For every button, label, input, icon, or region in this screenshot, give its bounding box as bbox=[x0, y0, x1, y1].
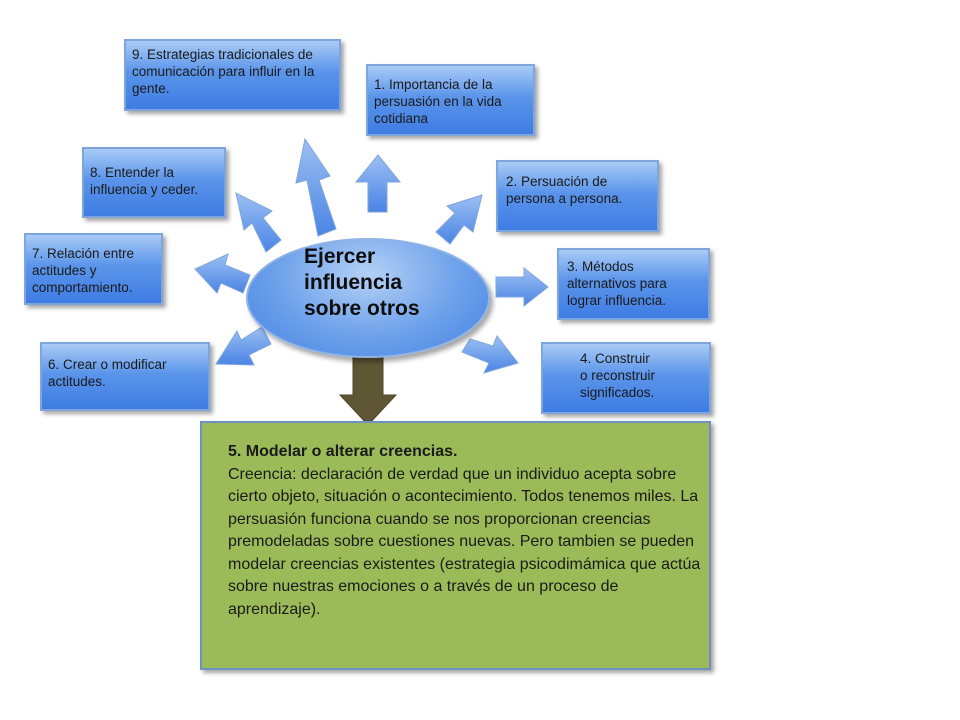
arrow-to-item-9 bbox=[295, 137, 337, 237]
item-box-4: 4. Construir o reconstruir significados. bbox=[541, 342, 711, 414]
arrow-to-item-6 bbox=[215, 326, 272, 366]
item-box-3: 3. Métodos alternativos para lograr infl… bbox=[557, 248, 710, 320]
detail-box: 5. Modelar o alterar creencias. Creencia… bbox=[200, 421, 711, 670]
arrow-to-item-7 bbox=[194, 253, 251, 294]
item-box-2: 2. Persuación de persona a persona. bbox=[496, 160, 659, 232]
center-title: Ejercer influencia sobre otros bbox=[304, 245, 420, 320]
arrow-to-item-4 bbox=[461, 335, 519, 374]
item-box-1: 1. Importancia de la persuasión en la vi… bbox=[366, 64, 535, 136]
center-ellipse bbox=[246, 238, 490, 358]
item-box-7: 7. Relación entre actitudes y comportami… bbox=[24, 233, 163, 305]
arrow-to-item-2 bbox=[435, 194, 483, 245]
item-box-8: 8. Entender la influencia y ceder. bbox=[82, 147, 226, 218]
arrow-to-item-1 bbox=[354, 154, 402, 213]
arrow-to-item-8 bbox=[235, 192, 282, 253]
detail-title: 5. Modelar o alterar creencias. bbox=[228, 443, 458, 460]
detail-body: Creencia: declaración de verdad que un i… bbox=[228, 465, 701, 618]
item-box-6: 6. Crear o modificar actitudes. bbox=[40, 342, 210, 411]
item-box-9: 9. Estrategias tradicionales de comunica… bbox=[124, 39, 341, 111]
arrow-to-item-5 bbox=[338, 354, 398, 426]
arrow-to-item-3 bbox=[495, 266, 549, 308]
